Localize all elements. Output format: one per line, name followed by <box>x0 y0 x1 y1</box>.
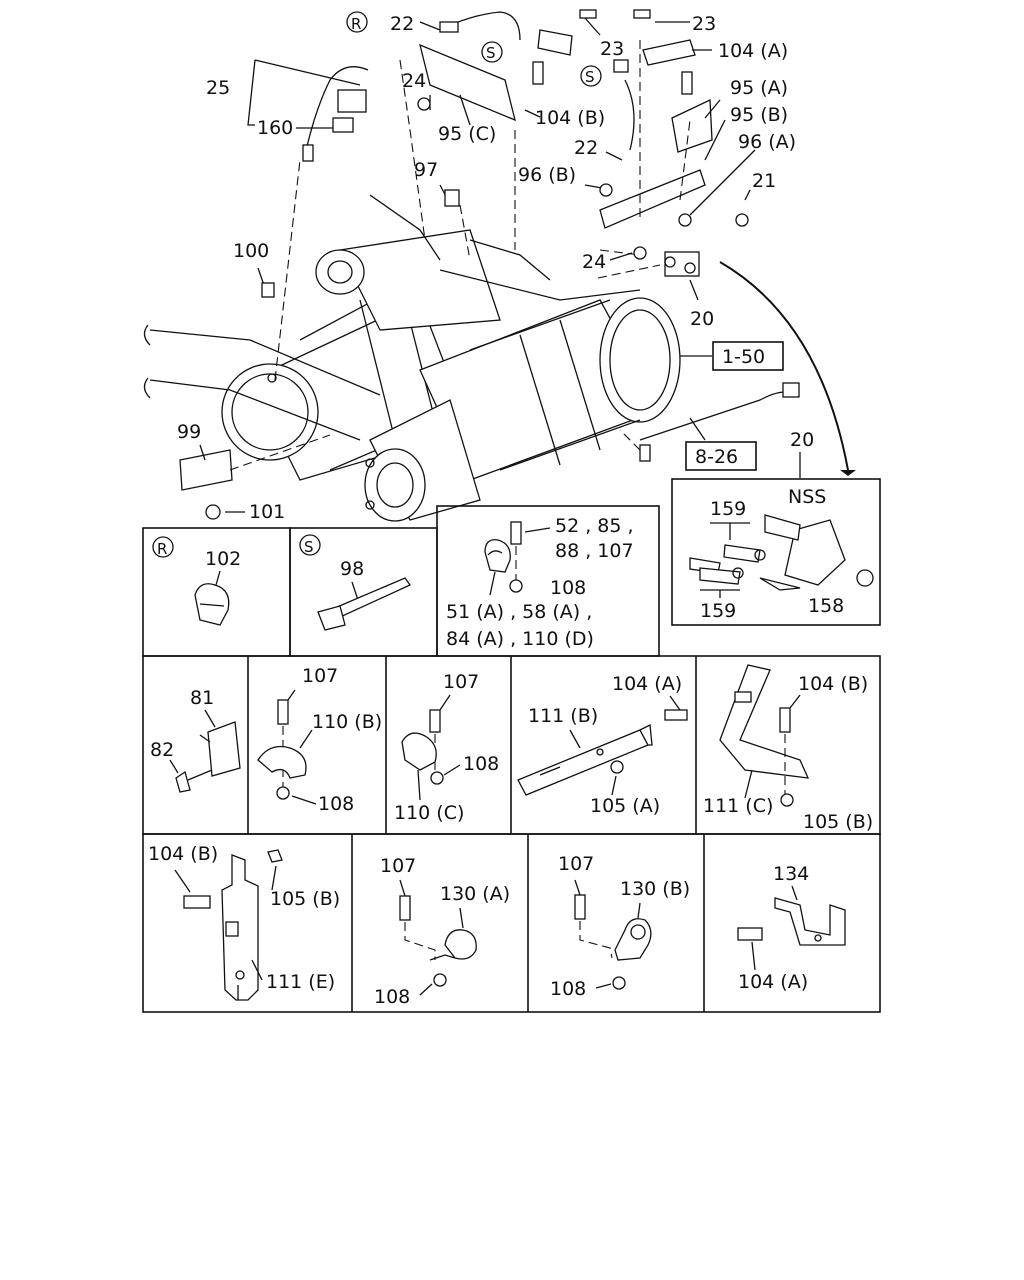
symbol-s-main-b: S <box>585 68 595 86</box>
part-label-95c: 95 (C) <box>438 123 496 145</box>
row3-c1-part-105b: 105 (B) <box>270 888 340 910</box>
part-label-104b-top: 104 (B) <box>535 107 605 129</box>
part-label-24-top: 24 <box>402 70 426 92</box>
clip-panel-line2: 88 , 107 <box>555 540 634 562</box>
row2-c5-part-111c: 111 (C) <box>703 795 773 817</box>
row3-c4-part-104a: 104 (A) <box>738 971 808 993</box>
row2-c5-part-104b: 104 (B) <box>798 673 868 695</box>
nss-panel-part-20: 20 <box>790 429 814 451</box>
clip-panel-line4: 84 (A) , 110 (D) <box>446 628 594 650</box>
row3-grid: 104 (B) 105 (B) 111 (E) 107 130 (A) 108 … <box>142 833 881 1013</box>
row2-c3-part-107: 107 <box>443 671 479 693</box>
main-assembly: R S S 22 23 23 104 (A) 25 160 24 95 (C) … <box>143 9 856 523</box>
nss-panel-label-nss: NSS <box>788 486 826 508</box>
row2-c3-part-108: 108 <box>463 753 499 775</box>
clip-panel-line3: 51 (A) , 58 (A) , <box>446 601 592 623</box>
row3-c3-part-107: 107 <box>558 853 594 875</box>
row3-c2-part-107: 107 <box>380 855 416 877</box>
s-panel-part-98: 98 <box>340 558 364 580</box>
nss-panel-part-158: 158 <box>808 595 844 617</box>
part-label-23-right: 23 <box>692 13 716 35</box>
clip-panel-line1: 52 , 85 , <box>555 515 634 537</box>
row2-c2-part-107: 107 <box>302 665 338 687</box>
part-label-97: 97 <box>414 159 438 181</box>
part-label-160: 160 <box>257 117 293 139</box>
ref-box-1-50[interactable] <box>712 341 784 371</box>
row3-c3-part-108: 108 <box>550 978 586 1000</box>
symbol-r-panel: R <box>157 540 167 558</box>
part-label-100: 100 <box>233 240 269 262</box>
part-label-20-main: 20 <box>690 308 714 330</box>
row2-c1-part-82: 82 <box>150 739 174 761</box>
part-label-99: 99 <box>177 421 201 443</box>
part-label-104a-top: 104 (A) <box>718 40 788 62</box>
ref-box-8-26[interactable] <box>685 441 757 471</box>
part-label-24-mid: 24 <box>582 251 606 273</box>
part-label-96a: 96 (A) <box>738 131 796 153</box>
part-label-95b: 95 (B) <box>730 104 788 126</box>
row3-c2-part-108: 108 <box>374 986 410 1008</box>
r-detail-panel: R 102 <box>142 527 291 657</box>
right-muffler-drawing <box>364 297 681 522</box>
clip-panel-part-108: 108 <box>550 577 586 599</box>
row2-c4-part-105a: 105 (A) <box>590 795 660 817</box>
row2-c1-part-81: 81 <box>190 687 214 709</box>
nss-panel-part-159-top: 159 <box>710 498 746 520</box>
ref-label-1-50[interactable]: 1-50 <box>722 346 765 368</box>
part-label-22-top: 22 <box>390 13 414 35</box>
nss-valve-small <box>664 251 700 277</box>
symbol-r-main: R <box>351 15 361 33</box>
row2-c3-part-110c: 110 (C) <box>394 802 464 824</box>
row2-c2-part-110b: 110 (B) <box>312 711 382 733</box>
row3-c1-part-104b: 104 (B) <box>148 843 218 865</box>
row3-c1-part-111e: 111 (E) <box>266 971 335 993</box>
symbol-s-main-a: S <box>486 44 496 62</box>
ref-label-8-26[interactable]: 8-26 <box>695 446 738 468</box>
part-label-21: 21 <box>752 170 776 192</box>
part-label-25: 25 <box>206 77 230 99</box>
nss-panel-part-159-bottom: 159 <box>700 600 736 622</box>
row3-c4-part-134: 134 <box>773 863 809 885</box>
part-label-101: 101 <box>249 501 285 523</box>
part-label-96b: 96 (B) <box>518 164 576 186</box>
row2-c4-part-104a: 104 (A) <box>612 673 682 695</box>
row2-c4-part-111b: 111 (B) <box>528 705 598 727</box>
part-label-23-left: 23 <box>600 38 624 60</box>
row2-c5-part-105b: 105 (B) <box>803 811 873 833</box>
row3-c3-part-130b: 130 (B) <box>620 878 690 900</box>
nss-detail-panel: 20 NSS 159 159 158 <box>671 429 881 626</box>
row3-c2-part-130a: 130 (A) <box>440 883 510 905</box>
part-label-22-mid: 22 <box>574 137 598 159</box>
symbol-s-panel: S <box>304 538 314 556</box>
part-label-95a: 95 (A) <box>730 77 788 99</box>
row2-grid: 81 82 107 110 (B) 108 107 108 110 (C) 11… <box>142 655 881 835</box>
r-panel-part-102: 102 <box>205 548 241 570</box>
row2-c2-part-108: 108 <box>318 793 354 815</box>
s-detail-panel: S 98 <box>289 527 438 657</box>
clip-panel: 52 , 85 , 88 , 107 108 51 (A) , 58 (A) ,… <box>436 505 660 657</box>
